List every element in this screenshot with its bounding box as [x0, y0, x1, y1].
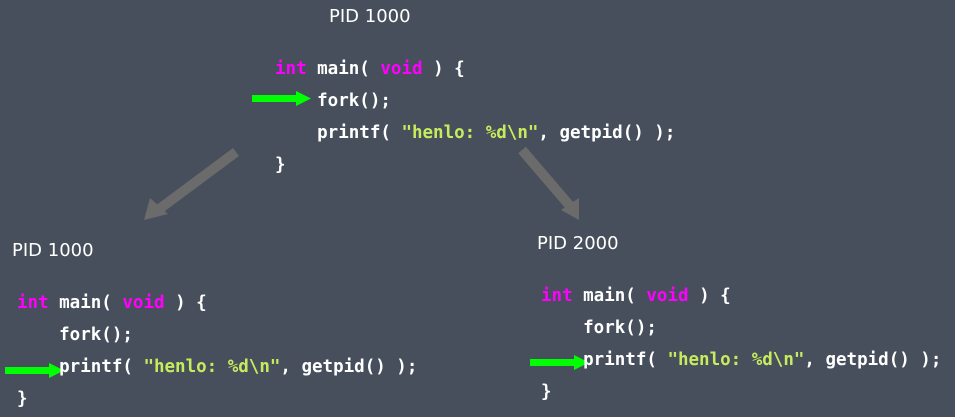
code-text: printf(	[17, 357, 144, 377]
code-text: }	[541, 382, 552, 402]
pointer-arrow-child-after	[530, 355, 589, 370]
code-text: fork();	[17, 325, 133, 345]
code-block-child-after: int main( void ) { fork(); printf( "henl…	[541, 280, 941, 408]
code-line: printf( "henlo: %d\n", getpid() );	[541, 344, 941, 376]
code-text: fork();	[275, 91, 391, 111]
pid-label-parent-before: PID 1000	[329, 6, 411, 27]
code-text: printf(	[275, 123, 402, 143]
code-string: "henlo: %d\n"	[667, 350, 805, 370]
code-line: printf( "henlo: %d\n", getpid() );	[17, 351, 417, 383]
code-text: fork();	[541, 318, 657, 338]
code-line: fork();	[541, 312, 941, 344]
code-text: printf(	[541, 350, 668, 370]
code-text: , getpid() );	[280, 357, 418, 377]
pointer-arrow-parent-after	[5, 363, 64, 378]
fork-arrow-to-parent	[144, 147, 239, 220]
fork-arrow-to-child	[518, 146, 579, 220]
code-line: }	[275, 149, 675, 181]
pid-label-parent-after: PID 1000	[12, 240, 94, 261]
code-line: int main( void ) {	[17, 287, 417, 319]
code-keyword: int	[17, 293, 49, 313]
code-text: , getpid() );	[804, 350, 942, 370]
code-line: printf( "henlo: %d\n", getpid() );	[275, 117, 675, 149]
code-keyword: int	[541, 286, 573, 306]
code-text: ) {	[422, 59, 465, 79]
code-keyword: int	[275, 59, 307, 79]
code-string: "henlo: %d\n"	[143, 357, 281, 377]
code-keyword: void	[122, 293, 165, 313]
code-line: fork();	[17, 319, 417, 351]
code-line: int main( void ) {	[541, 280, 941, 312]
code-block-parent-before: int main( void ) { fork(); printf( "henl…	[275, 53, 675, 181]
code-text: , getpid() );	[538, 123, 676, 143]
code-text: ) {	[164, 293, 207, 313]
code-text: ) {	[688, 286, 731, 306]
pointer-arrow-parent-before	[252, 91, 311, 106]
code-line: int main( void ) {	[275, 53, 675, 85]
code-text: }	[17, 389, 28, 409]
code-string: "henlo: %d\n"	[401, 123, 539, 143]
pid-label-child-after: PID 2000	[537, 233, 619, 254]
code-line: }	[17, 383, 417, 415]
code-text: main(	[306, 59, 381, 79]
code-keyword: void	[380, 59, 423, 79]
code-text: main(	[572, 286, 647, 306]
code-text: }	[275, 155, 286, 175]
code-keyword: void	[646, 286, 689, 306]
code-block-parent-after: int main( void ) { fork(); printf( "henl…	[17, 287, 417, 415]
code-line: }	[541, 376, 941, 408]
code-line: fork();	[275, 85, 675, 117]
code-text: main(	[48, 293, 123, 313]
